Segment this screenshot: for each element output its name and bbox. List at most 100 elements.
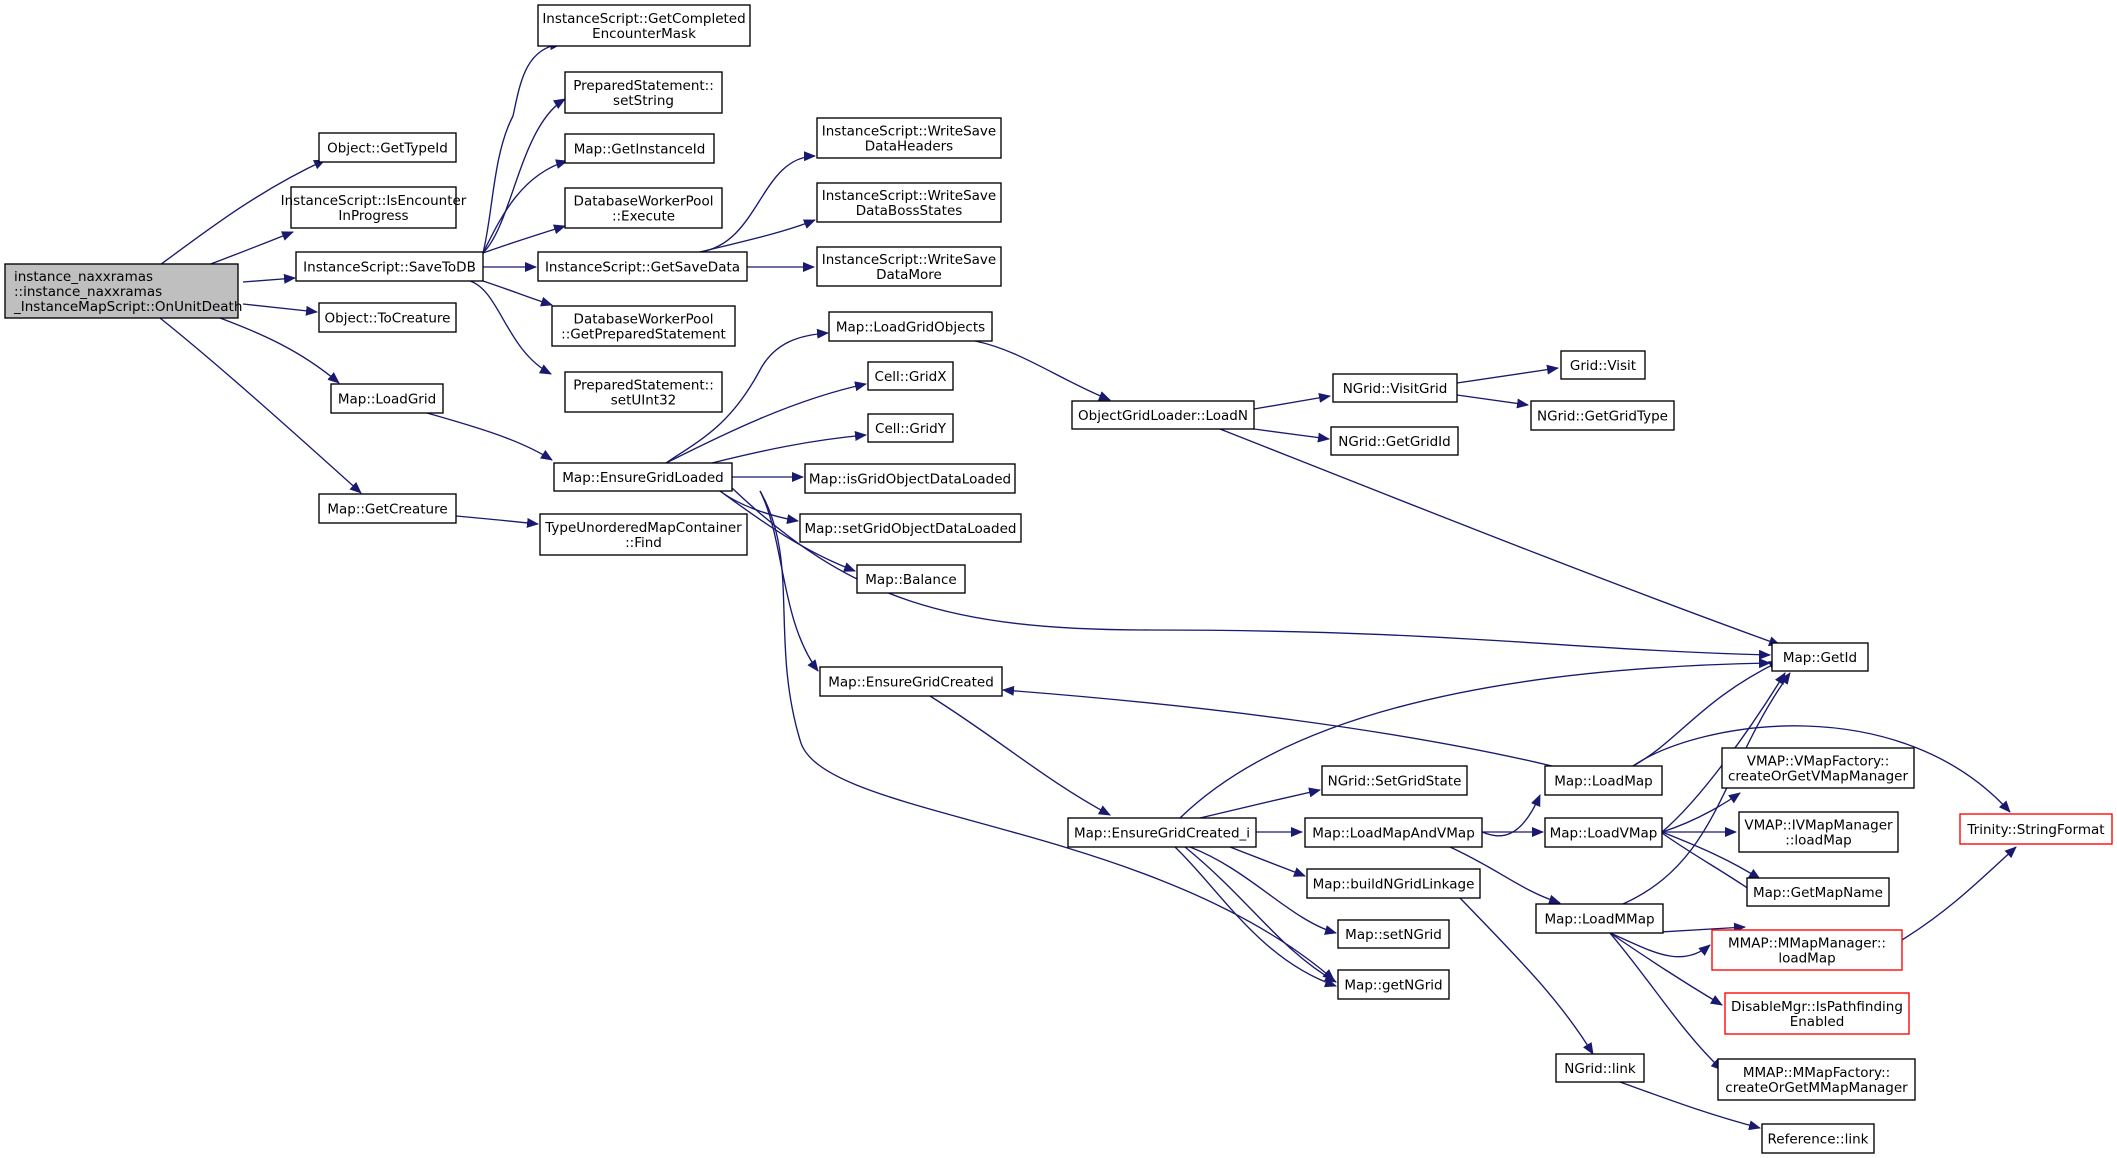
node-box bbox=[564, 71, 723, 114]
call-arrow bbox=[665, 381, 867, 464]
node-box bbox=[1330, 426, 1459, 456]
call-arrow bbox=[1184, 846, 1337, 983]
node-objgridloadn[interactable]: ObjectGridLoader::LoadN bbox=[1071, 400, 1255, 430]
node-label: instance_naxxramas bbox=[14, 269, 153, 285]
call-edge bbox=[242, 303, 318, 316]
call-edge bbox=[482, 224, 566, 254]
node-label: DatabaseWorkerPool bbox=[574, 194, 714, 210]
node-gettypeid[interactable]: Object::GetTypeId bbox=[318, 132, 457, 163]
node-box bbox=[1530, 400, 1675, 431]
call-edge bbox=[482, 280, 553, 307]
node-root[interactable]: instance_naxxramas::instance_naxxramas_I… bbox=[4, 263, 242, 319]
node-loadgrid[interactable]: Map::LoadGrid bbox=[330, 383, 444, 414]
node-loadmapandvmap[interactable]: Map::LoadMapAndVMap bbox=[1304, 817, 1483, 848]
node-label: Map::LoadMMap bbox=[1544, 912, 1654, 928]
call-arrow bbox=[1253, 428, 1330, 443]
node-setgridloaded[interactable]: Map::setGridObjectDataLoaded bbox=[799, 513, 1022, 543]
node-getprepared[interactable]: DatabaseWorkerPool::GetPreparedStatement bbox=[551, 305, 736, 347]
node-box bbox=[1321, 765, 1468, 796]
call-edge bbox=[929, 695, 1111, 816]
node-getmapname[interactable]: Map::GetMapName bbox=[1746, 877, 1890, 907]
call-arrow bbox=[1253, 392, 1331, 410]
node-getcreature[interactable]: Map::GetCreature bbox=[318, 493, 457, 524]
node-stringformat[interactable]: Trinity::StringFormat bbox=[1959, 813, 2113, 845]
node-label: DisableMgr::IsPathfinding bbox=[1731, 999, 1903, 1015]
node-label: Map::isGridObjectDataLoaded bbox=[809, 472, 1011, 488]
node-box bbox=[1337, 969, 1450, 1000]
node-loadmap[interactable]: Map::LoadMap bbox=[1544, 765, 1663, 796]
node-dbexecute[interactable]: DatabaseWorkerPool::Execute bbox=[564, 187, 723, 229]
node-reflink[interactable]: Reference::link bbox=[1761, 1123, 1875, 1154]
node-setngrid[interactable]: Map::setNGrid bbox=[1337, 919, 1450, 949]
node-box bbox=[318, 302, 457, 333]
node-label: NGrid::link bbox=[1564, 1061, 1636, 1077]
node-getgridtype[interactable]: NGrid::GetGridType bbox=[1530, 400, 1675, 431]
node-box bbox=[1306, 868, 1481, 899]
node-gridy[interactable]: Cell::GridY bbox=[867, 413, 954, 443]
node-mmaploadmap[interactable]: MMAP::MMapManager::loadMap bbox=[1711, 929, 1903, 971]
node-tumfind[interactable]: TypeUnorderedMapContainer::Find bbox=[539, 513, 748, 556]
call-arrow bbox=[1229, 846, 1306, 877]
node-getinstanceid[interactable]: Map::GetInstanceId bbox=[564, 133, 715, 164]
call-arrow bbox=[699, 151, 816, 253]
node-label: Map::EnsureGridLoaded bbox=[562, 470, 723, 486]
node-gridx[interactable]: Cell::GridX bbox=[867, 361, 954, 391]
call-edge bbox=[426, 412, 553, 461]
node-box bbox=[537, 251, 748, 282]
node-ivmaploadmap[interactable]: VMAP::IVMapManager::loadMap bbox=[1738, 811, 1899, 853]
node-label: InstanceScript::WriteSave bbox=[822, 124, 996, 140]
node-getgridid[interactable]: NGrid::GetGridId bbox=[1330, 426, 1459, 456]
node-tocreature[interactable]: Object::ToCreature bbox=[318, 302, 457, 333]
node-label: Map::EnsureGridCreated_i bbox=[1074, 826, 1250, 842]
node-getngrid[interactable]: Map::getNGrid bbox=[1337, 969, 1450, 1000]
call-edge bbox=[665, 381, 867, 464]
call-arrow bbox=[482, 159, 568, 254]
node-buildngridlinkage[interactable]: Map::buildNGridLinkage bbox=[1306, 868, 1481, 899]
call-edge bbox=[974, 340, 1111, 401]
node-vmapfactory[interactable]: VMAP::VMapFactory::createOrGetVMapManage… bbox=[1721, 747, 1915, 789]
node-label: setString bbox=[613, 93, 674, 109]
call-arrow bbox=[731, 487, 1771, 660]
node-box bbox=[1724, 992, 1910, 1035]
node-getid[interactable]: Map::GetId bbox=[1771, 642, 1869, 672]
node-visitgrid[interactable]: NGrid::VisitGrid bbox=[1332, 373, 1458, 403]
node-getcompleted[interactable]: InstanceScript::GetCompletedEncounterMas… bbox=[537, 4, 751, 47]
call-edge bbox=[719, 490, 856, 572]
call-edge bbox=[1456, 394, 1529, 409]
node-loadmmap[interactable]: Map::LoadMMap bbox=[1535, 903, 1664, 934]
call-edge bbox=[482, 159, 568, 254]
call-edge bbox=[1619, 1081, 1761, 1131]
node-box bbox=[1337, 919, 1450, 949]
call-edge bbox=[207, 231, 294, 266]
call-arrow bbox=[455, 515, 539, 528]
node-label: DatabaseWorkerPool bbox=[574, 312, 714, 328]
node-getsavedata[interactable]: InstanceScript::GetSaveData bbox=[537, 251, 748, 282]
call-arrow bbox=[159, 159, 326, 266]
node-isgridloaded[interactable]: Map::isGridObjectDataLoaded bbox=[804, 463, 1016, 494]
node-mmapfactory[interactable]: MMAP::MMapFactory::createOrGetMMapManage… bbox=[1717, 1058, 1916, 1101]
node-box bbox=[537, 4, 751, 47]
node-loadgridobjects[interactable]: Map::LoadGridObjects bbox=[828, 311, 993, 342]
node-label: InstanceScript::GetSaveData bbox=[545, 260, 740, 276]
node-ensuregridcreated_i[interactable]: Map::EnsureGridCreated_i bbox=[1067, 817, 1257, 848]
node-loadvmap[interactable]: Map::LoadVMap bbox=[1544, 817, 1663, 848]
call-arrow bbox=[1459, 897, 1594, 1055]
node-label: Map::LoadMapAndVMap bbox=[1312, 826, 1475, 842]
node-ngridlink[interactable]: NGrid::link bbox=[1555, 1053, 1645, 1083]
node-setuint32[interactable]: PreparedStatement::setUInt32 bbox=[564, 371, 723, 413]
node-box bbox=[828, 311, 993, 342]
node-ensuregridloaded[interactable]: Map::EnsureGridLoaded bbox=[553, 462, 733, 492]
call-arrow bbox=[1174, 846, 1337, 988]
node-gridvisit[interactable]: Grid::Visit bbox=[1560, 350, 1646, 380]
node-setstring[interactable]: PreparedStatement::setString bbox=[564, 71, 723, 114]
node-label: Map::getNGrid bbox=[1344, 978, 1442, 994]
node-setgridstate[interactable]: NGrid::SetGridState bbox=[1321, 765, 1468, 796]
node-ensuregridcreated[interactable]: Map::EnsureGridCreated bbox=[819, 666, 1003, 697]
node-balance[interactable]: Map::Balance bbox=[856, 564, 966, 594]
node-savetodb[interactable]: InstanceScript::SaveToDB bbox=[295, 251, 484, 282]
